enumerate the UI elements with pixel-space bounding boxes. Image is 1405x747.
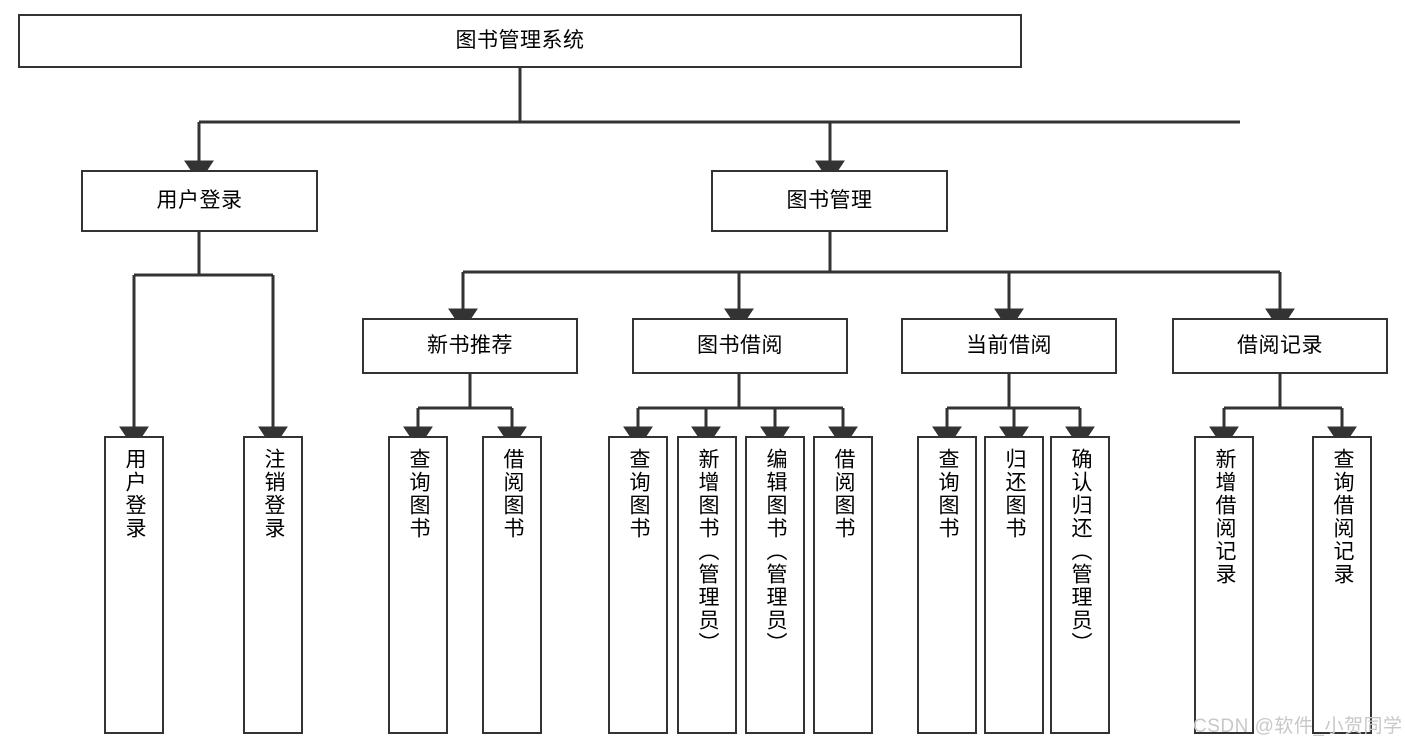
node-leaf-query-book-2[interactable]: 查询图书 — [608, 436, 668, 734]
node-leaf-logout-label: 注销登录 — [262, 448, 286, 540]
node-new-book-recommend[interactable]: 新书推荐 — [362, 318, 578, 374]
node-book-manage[interactable]: 图书管理 — [711, 170, 948, 232]
node-borrow-record-label: 借阅记录 — [1237, 333, 1323, 357]
node-root[interactable]: 图书管理系统 — [18, 14, 1022, 68]
node-leaf-add-record[interactable]: 新增借阅记录 — [1194, 436, 1254, 734]
node-leaf-add-book[interactable]: 新增图书（管理员） — [677, 436, 737, 734]
node-leaf-logout[interactable]: 注销登录 — [243, 436, 303, 734]
node-leaf-query-record-label: 查询借阅记录 — [1331, 448, 1355, 586]
node-borrow-record[interactable]: 借阅记录 — [1172, 318, 1388, 374]
node-leaf-query-book-3[interactable]: 查询图书 — [917, 436, 977, 734]
node-new-book-recommend-label: 新书推荐 — [427, 333, 513, 357]
node-leaf-add-book-label: 新增图书（管理员） — [696, 448, 720, 655]
node-leaf-confirm-return-label: 确认归还（管理员） — [1069, 448, 1093, 655]
node-leaf-query-book-1[interactable]: 查询图书 — [388, 436, 448, 734]
node-leaf-query-book-1-label: 查询图书 — [407, 448, 431, 540]
node-leaf-borrow-book-2-label: 借阅图书 — [832, 448, 856, 540]
node-leaf-return-book[interactable]: 归还图书 — [984, 436, 1044, 734]
node-root-label: 图书管理系统 — [455, 28, 585, 52]
node-leaf-return-book-label: 归还图书 — [1003, 448, 1027, 540]
node-leaf-borrow-book-1-label: 借阅图书 — [501, 448, 525, 540]
node-leaf-confirm-return[interactable]: 确认归还（管理员） — [1050, 436, 1110, 734]
node-book-borrow-label: 图书借阅 — [697, 333, 783, 357]
node-user-login[interactable]: 用户登录 — [81, 170, 318, 232]
node-book-manage-label: 图书管理 — [786, 188, 873, 212]
node-leaf-borrow-book-2[interactable]: 借阅图书 — [813, 436, 873, 734]
node-leaf-borrow-book-1[interactable]: 借阅图书 — [482, 436, 542, 734]
node-leaf-edit-book[interactable]: 编辑图书（管理员） — [745, 436, 805, 734]
node-leaf-query-record[interactable]: 查询借阅记录 — [1312, 436, 1372, 734]
node-current-borrow-label: 当前借阅 — [966, 333, 1052, 357]
node-book-borrow[interactable]: 图书借阅 — [632, 318, 848, 374]
node-leaf-query-book-3-label: 查询图书 — [936, 448, 960, 540]
node-user-login-label: 用户登录 — [156, 188, 243, 212]
watermark: CSDN @软件_小贺同学 — [1193, 716, 1403, 737]
node-leaf-user-login[interactable]: 用户登录 — [104, 436, 164, 734]
node-leaf-query-book-2-label: 查询图书 — [627, 448, 651, 540]
node-leaf-user-login-label: 用户登录 — [123, 448, 147, 540]
node-current-borrow[interactable]: 当前借阅 — [901, 318, 1117, 374]
node-leaf-add-record-label: 新增借阅记录 — [1213, 448, 1237, 586]
node-leaf-edit-book-label: 编辑图书（管理员） — [764, 448, 788, 655]
